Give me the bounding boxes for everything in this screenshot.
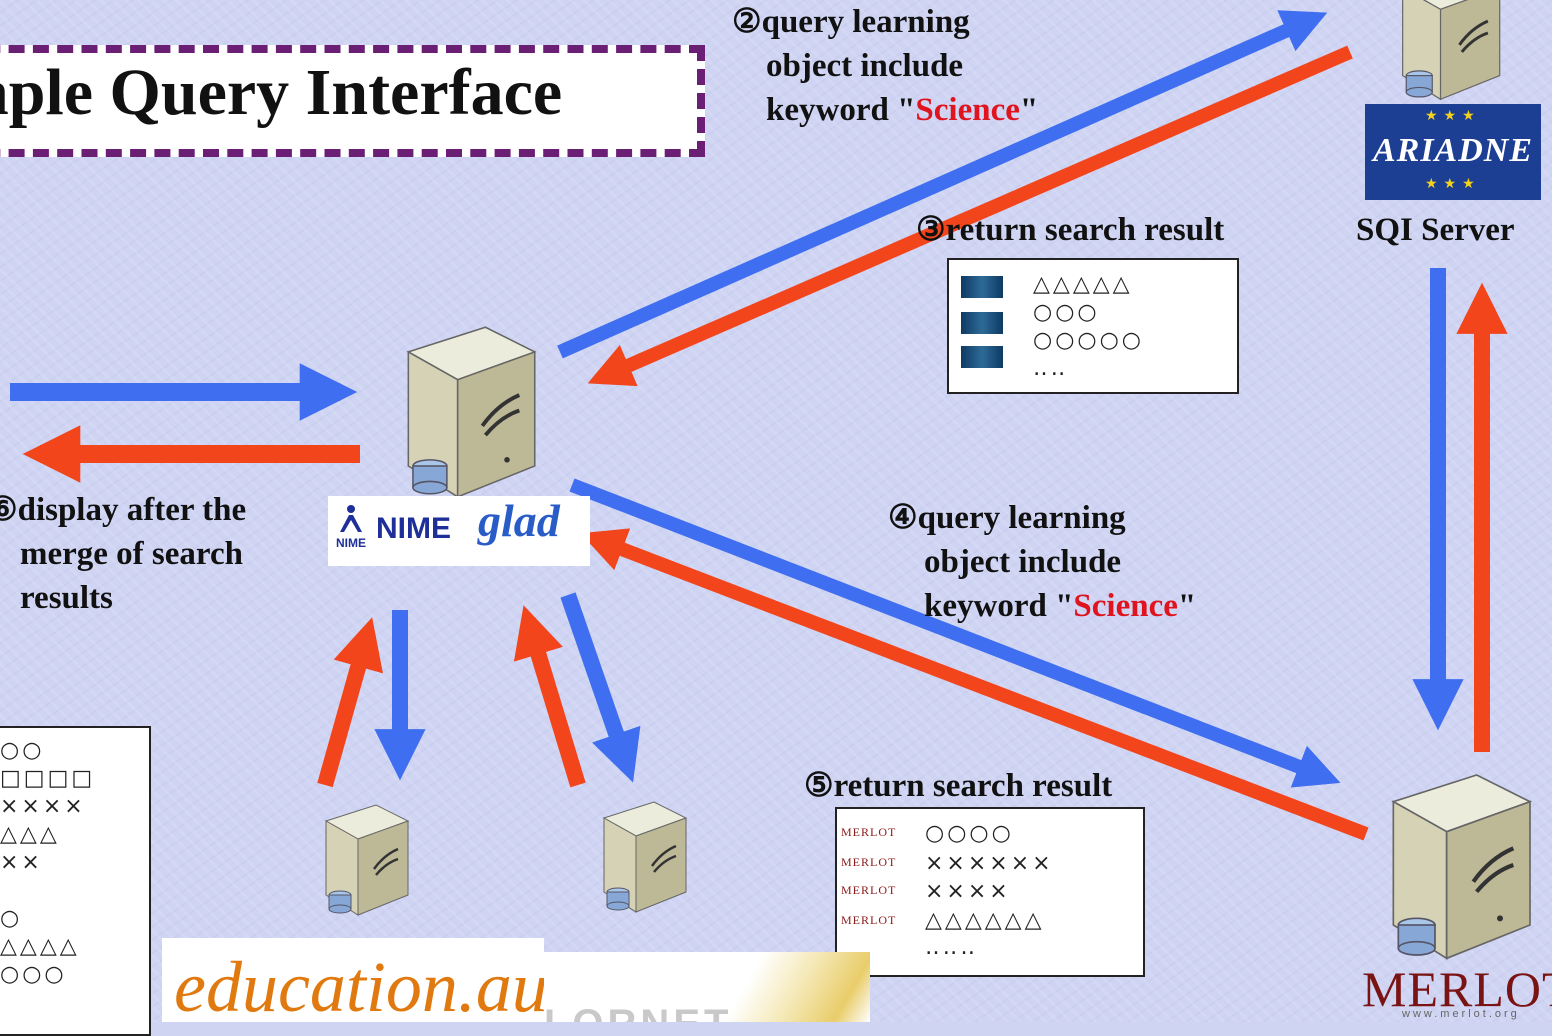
ariadne-result-thumb bbox=[961, 346, 1003, 368]
query-arrow-to-sqi bbox=[557, 10, 1328, 359]
nime-small-label: NIME bbox=[336, 536, 366, 550]
step2-line3: keyword " bbox=[766, 92, 916, 128]
step6-marker: ⑥ bbox=[0, 492, 18, 528]
sqi-server-icon bbox=[1402, 0, 1501, 101]
ariadne-result-row: ○○○○○ bbox=[1033, 328, 1144, 353]
step4-keyword: Science bbox=[1073, 588, 1178, 624]
merlot-logo: MERLOT www.merlot.org bbox=[1362, 958, 1552, 1022]
ariadne-result-row: △△△△△ bbox=[1033, 272, 1133, 297]
ariadne-results-box: △△△△△ ○○○ ○○○○○ ‥‥ bbox=[947, 258, 1239, 394]
nimeglad-server-icon bbox=[406, 326, 537, 499]
merged-result-row: ×××× bbox=[0, 794, 86, 819]
step3-label: ③return search result bbox=[916, 208, 1224, 252]
ariadne-stars-icon: ★★★ bbox=[1425, 176, 1481, 192]
query-arrow-to-merlot bbox=[569, 478, 1341, 788]
lornet-text: LORNET bbox=[544, 1002, 732, 1022]
merlot-result-row: ○○○○ bbox=[925, 821, 1014, 846]
merged-result-row: □□□□ bbox=[0, 766, 96, 791]
step4-label: ④query learning object include keyword "… bbox=[888, 496, 1196, 628]
sqi-server-label: SQI Server bbox=[1356, 212, 1515, 248]
merlot-result-row: ‥‥‥ bbox=[925, 935, 979, 960]
lornet-server-icon bbox=[602, 801, 688, 913]
step6-label: ⑥display after the merge of search resul… bbox=[0, 488, 246, 620]
step6-line2: merge of search bbox=[20, 536, 243, 572]
result-arrow-from-sqi bbox=[587, 45, 1353, 387]
merlot-result-row: ×××××× bbox=[925, 851, 1054, 876]
merlot-result-thumb: MERLOT bbox=[841, 883, 897, 897]
step2-keyword: Science bbox=[915, 92, 1020, 128]
merged-result-row: △△△ bbox=[0, 822, 60, 847]
education-au-text: education.au bbox=[174, 947, 544, 1022]
step5-marker: ⑤ bbox=[804, 768, 834, 804]
step4-marker: ④ bbox=[888, 500, 918, 536]
step3-text: return search result bbox=[945, 212, 1225, 248]
nimeglad-brand: NIME bbox=[376, 512, 451, 545]
merged-results-box: ○○ □□□□ ×××× △△△ ×× ○ △△△△ ○○○ bbox=[0, 726, 151, 1036]
step6-line3: results bbox=[20, 580, 113, 616]
merlot-logo-text: MERLOT bbox=[1362, 961, 1552, 1017]
merged-result-row: △△△△ bbox=[0, 934, 80, 959]
merlot-result-row: △△△△△△ bbox=[925, 908, 1045, 933]
page-title: nple Query Interface bbox=[0, 56, 563, 129]
ariadne-logo-text: ARIADNE bbox=[1372, 132, 1534, 169]
lornet-logo: LORNET bbox=[544, 952, 870, 1022]
ariadne-result-thumb bbox=[961, 276, 1003, 298]
step4-close-quote: " bbox=[1177, 588, 1197, 624]
merged-result-row: ○○ bbox=[0, 738, 45, 763]
step2-marker: ② bbox=[732, 4, 762, 40]
merged-result-row: ○ bbox=[0, 906, 23, 931]
merlot-server-icon bbox=[1391, 774, 1533, 960]
merlot-result-thumb: MERLOT bbox=[841, 913, 897, 927]
education-server-icon bbox=[324, 804, 410, 916]
step4-line2: object include bbox=[924, 544, 1122, 580]
step2-line1: query learning bbox=[761, 4, 970, 40]
merlot-result-row: ×××× bbox=[925, 879, 1011, 904]
step4-line3: keyword " bbox=[924, 588, 1074, 624]
ariadne-logo: ARIADNE ★★★ ★★★ bbox=[1365, 104, 1541, 200]
step5-label: ⑤return search result bbox=[804, 764, 1112, 808]
merlot-result-thumb: MERLOT bbox=[841, 825, 897, 839]
merlot-url: www.merlot.org bbox=[1402, 1008, 1520, 1020]
result-arrow-education bbox=[317, 617, 383, 788]
merged-result-row: ○○○ bbox=[0, 962, 67, 987]
nimeglad-logo: NIME NIME glad bbox=[328, 496, 590, 566]
step2-close-quote: " bbox=[1019, 92, 1039, 128]
ariadne-result-row: ‥‥ bbox=[1033, 356, 1069, 381]
nimeglad-script: glad bbox=[478, 496, 560, 546]
title-box bbox=[0, 45, 705, 157]
merlot-results-box: MERLOT MERLOT MERLOT MERLOT ○○○○ ×××××× … bbox=[835, 807, 1145, 977]
query-arrow-lornet bbox=[560, 592, 641, 783]
merlot-result-thumb: MERLOT bbox=[841, 855, 897, 869]
ariadne-result-row: ○○○ bbox=[1033, 300, 1100, 325]
step2-line2: object include bbox=[766, 48, 964, 84]
result-arrow-lornet bbox=[513, 605, 586, 788]
step6-line1: display after the bbox=[17, 492, 247, 528]
step5-text: return search result bbox=[833, 768, 1113, 804]
merged-result-row: ×× bbox=[0, 850, 43, 875]
step2-label: ②query learning object include keyword "… bbox=[732, 0, 1038, 132]
education-au-logo: education.au bbox=[162, 938, 544, 1022]
ariadne-result-thumb bbox=[961, 312, 1003, 334]
result-arrow-from-merlot bbox=[580, 528, 1369, 841]
step4-line1: query learning bbox=[917, 500, 1126, 536]
nime-figure-icon bbox=[336, 504, 366, 534]
step3-marker: ③ bbox=[916, 212, 946, 248]
ariadne-stars-icon: ★★★ bbox=[1425, 108, 1481, 124]
